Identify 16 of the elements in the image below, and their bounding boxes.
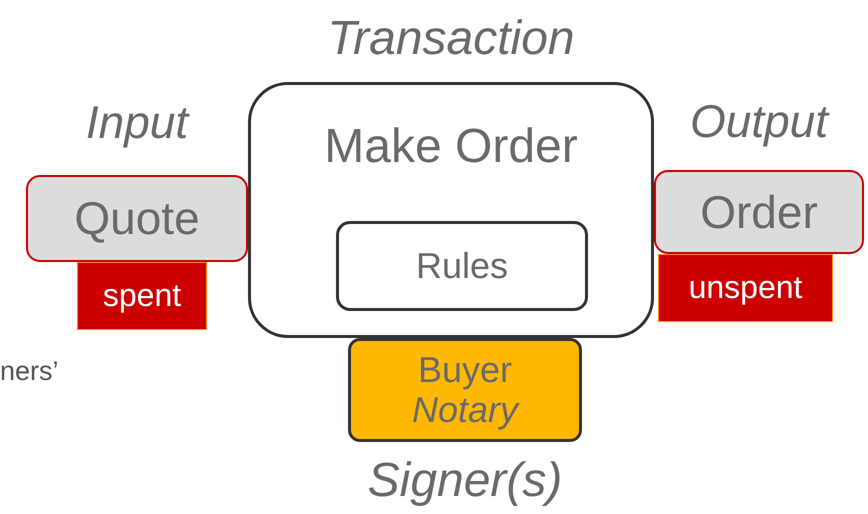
heading: Input [86,95,188,149]
status-tag [77,262,207,330]
node-label: Quote [74,193,200,244]
node-label: Order [700,186,818,238]
node-label: Make Order [324,121,578,174]
rules-box [336,221,588,311]
node-label: Signer(s) [368,453,562,508]
cut-off-text: ners’ [0,356,59,387]
node-label: unspent [688,270,802,306]
node-label: spent [102,278,182,314]
node-label: Notary [412,390,518,430]
node-label: Buyer [418,350,512,390]
status-tag [658,254,833,322]
heading: Output [690,94,828,148]
node-label: Rules [416,246,508,286]
heading: Transaction [327,11,575,66]
